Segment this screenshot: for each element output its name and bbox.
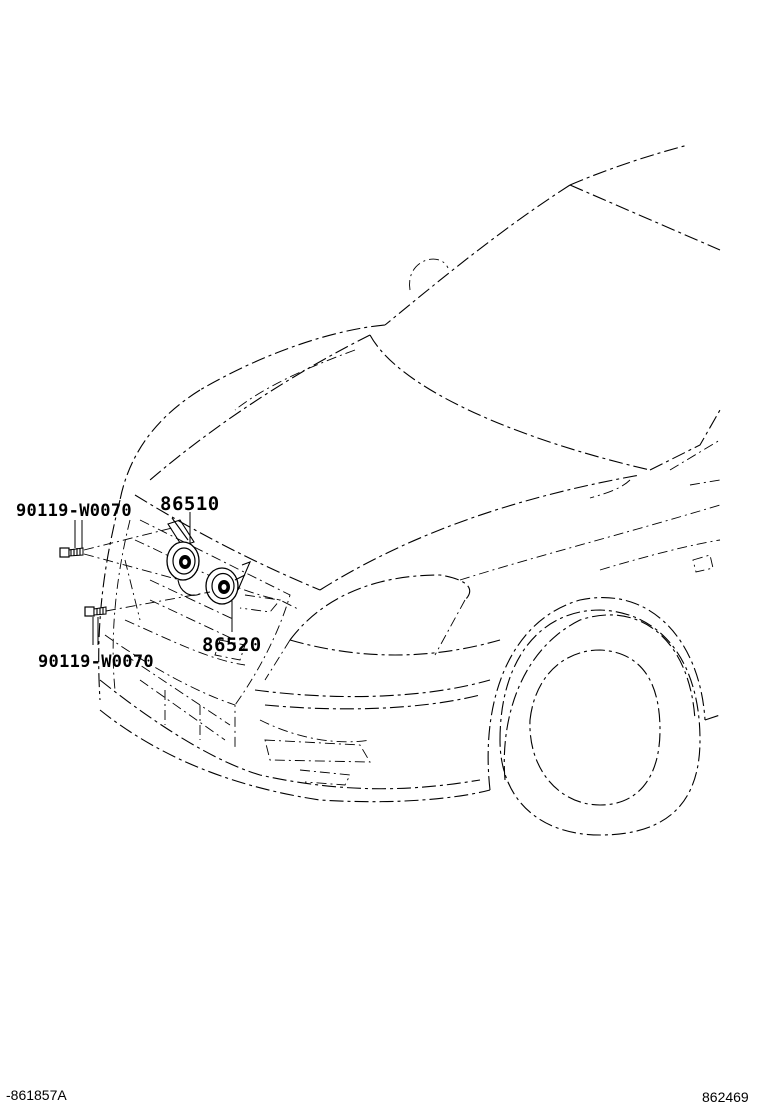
car-outline [98, 144, 721, 836]
label-bolt-lower: 90119-W0070 [38, 652, 154, 672]
footer-right-code: 862469 [702, 1089, 749, 1105]
bolt-lower-icon [84, 606, 107, 617]
label-86520: 86520 [202, 634, 262, 656]
label-86510: 86510 [160, 493, 220, 515]
footer-left-code: -861857A [6, 1087, 67, 1103]
label-bolt-upper: 90119-W0070 [16, 501, 132, 521]
leader-lines [74, 512, 233, 645]
bolt-upper-icon [59, 547, 84, 558]
horn-86520-icon [205, 561, 252, 605]
horn-86510-icon [166, 517, 201, 596]
